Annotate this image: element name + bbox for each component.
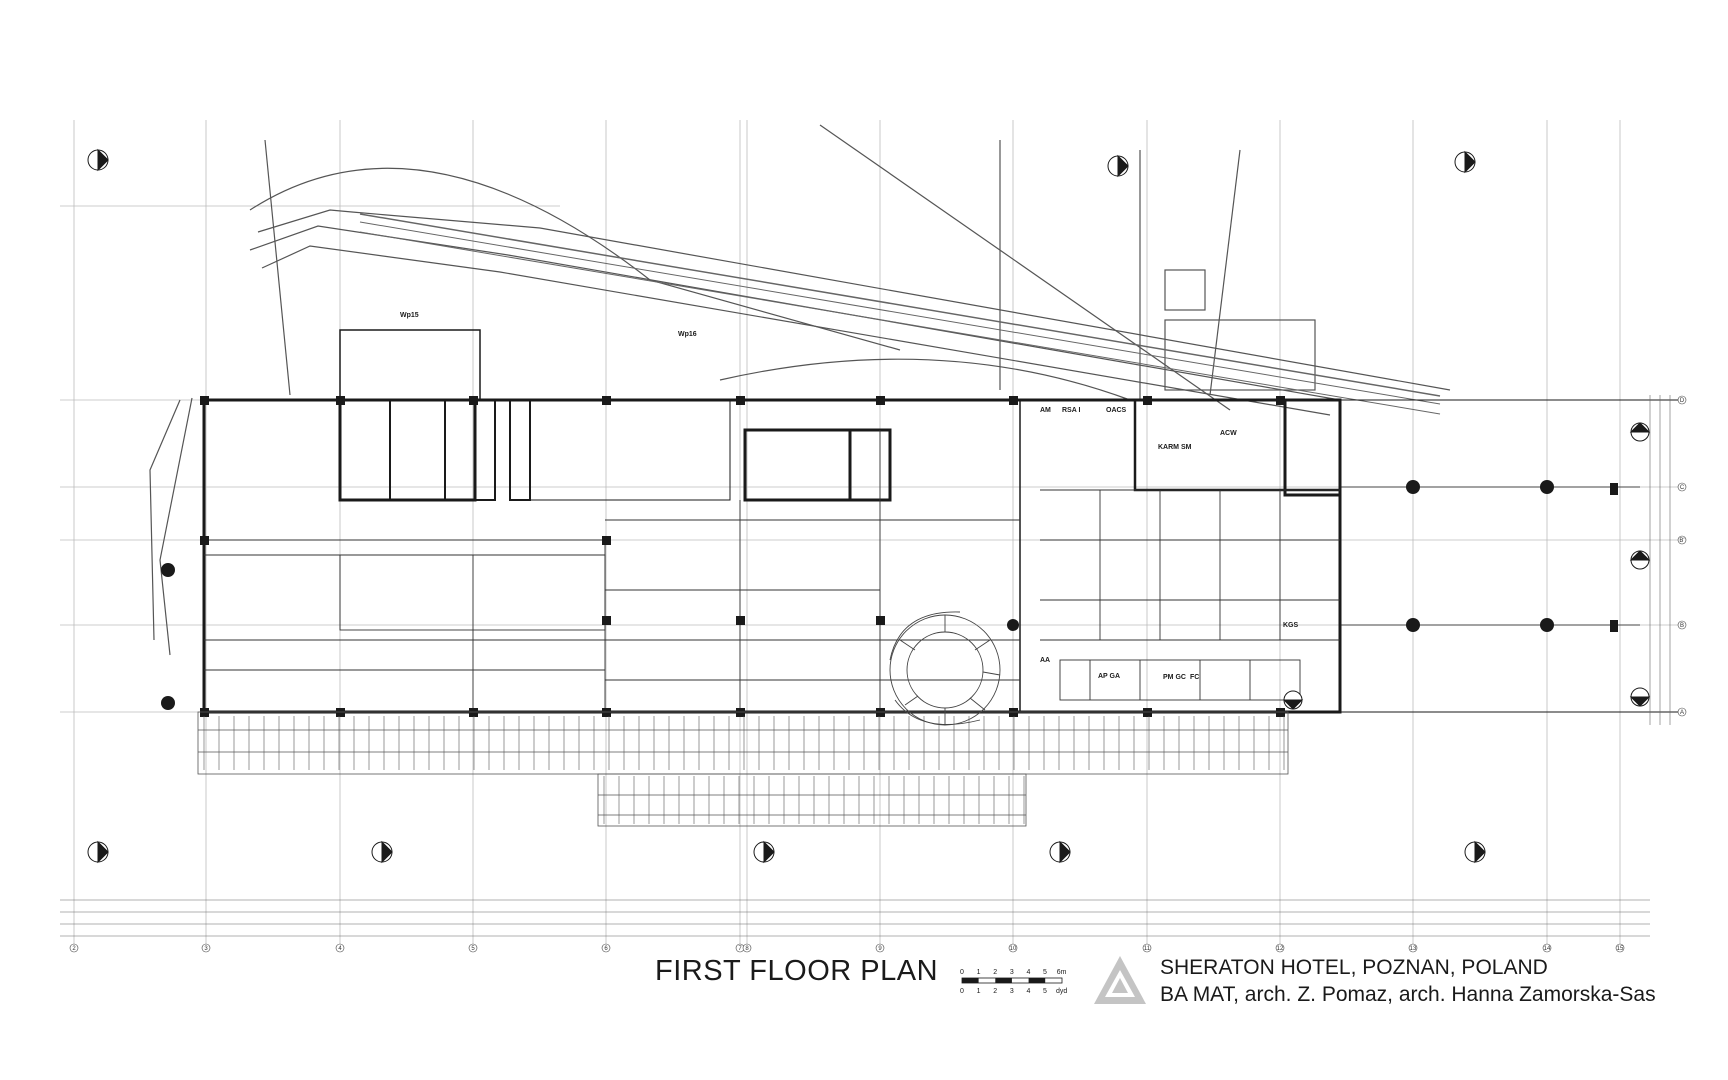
canopy-grid — [197, 711, 1289, 827]
scale-tick-label: 3 — [1010, 969, 1014, 976]
column-grid-label: 4 — [338, 946, 342, 952]
column-grid-label: 9 — [878, 946, 882, 952]
column-grid-label: 7 — [738, 946, 742, 952]
column-grid-bubble — [1542, 943, 1552, 953]
room-label: FC — [1190, 674, 1199, 681]
row-grid-label: D — [1680, 398, 1685, 404]
scale-tick-label: 0 — [960, 988, 964, 995]
room-label: AM — [1040, 407, 1051, 414]
column-grid-bubble — [335, 943, 345, 953]
row-grid-label: C — [1680, 485, 1685, 491]
vertical-grid-lines — [73, 120, 1621, 945]
scale-bar: 0 1 2 3 4 5 6m 0 1 2 3 4 5 dyd — [960, 969, 1067, 995]
interior-partitions — [204, 430, 1340, 712]
scale-tick-label: 2 — [993, 969, 997, 976]
scale-tick-label: 3 — [1010, 988, 1014, 995]
structural-columns — [161, 396, 1618, 717]
row-grid-bubble — [1677, 395, 1687, 405]
column-grid-label: 13 — [1410, 946, 1417, 952]
spiral-stair — [889, 611, 1001, 726]
right-dimension-lines — [1649, 395, 1671, 725]
scale-tick-label: 5 — [1043, 988, 1047, 995]
scale-tick-label: 2 — [993, 988, 997, 995]
column-grid-label: 12 — [1277, 946, 1284, 952]
room-label: AA — [1040, 657, 1050, 664]
room-label: ACW — [1220, 430, 1237, 437]
scale-tick-label: 5 — [1043, 969, 1047, 976]
column-grid-label: 14 — [1544, 946, 1551, 952]
room-label: Wp15 — [400, 312, 419, 319]
room-label: PM GC — [1163, 674, 1186, 681]
column-grid-label: 6 — [604, 946, 608, 952]
row-grid-label: B' — [1679, 538, 1684, 544]
scale-tick-label: 4 — [1026, 988, 1030, 995]
room-label: OACS — [1106, 407, 1127, 414]
column-grid-label: 11 — [1144, 946, 1151, 952]
column-grid-label: 5 — [471, 946, 475, 952]
row-grid-bubble — [1677, 620, 1687, 630]
column-grid-bubble — [69, 943, 79, 953]
room-label: RSA I — [1062, 407, 1080, 414]
plan-title: FIRST FLOOR PLAN — [655, 955, 939, 987]
column-grid-label: 15 — [1617, 946, 1624, 952]
column-grid-bubble — [468, 943, 478, 953]
room-label: KARM SM — [1158, 444, 1192, 451]
column-grid-bubble — [875, 943, 885, 953]
dimension-lines — [60, 899, 1650, 937]
row-grid-bubble — [1677, 707, 1687, 717]
column-grid-bubble — [1275, 943, 1285, 953]
column-grid-bubble — [1142, 943, 1152, 953]
room-label: KGS — [1283, 622, 1299, 629]
column-grid-bubble — [201, 943, 211, 953]
column-grid-bubble — [1615, 943, 1625, 953]
row-grid-labels: D C B' B A — [1677, 395, 1687, 717]
project-name: SHERATON HOTEL, POZNAN, POLAND — [1160, 956, 1548, 979]
row-grid-label: B — [1680, 623, 1684, 629]
scale-tick-label: dyd — [1056, 988, 1067, 995]
scale-bar-segments — [961, 977, 1063, 984]
scale-tick-label: 6m — [1057, 969, 1067, 976]
column-grid-label: 3 — [204, 946, 208, 952]
section-markers — [87, 148, 1651, 864]
building-walls — [202, 329, 1680, 714]
column-grid-label: 8 — [745, 946, 749, 952]
room-label: AP GA — [1098, 673, 1120, 680]
diagonal-wall-strip — [359, 213, 1441, 415]
project-architects: BA MAT, arch. Z. Pomaz, arch. Hanna Zamo… — [1160, 983, 1656, 1006]
scale-tick-label: 4 — [1026, 969, 1030, 976]
site-boundary — [149, 124, 1451, 656]
architect-logo — [1094, 956, 1146, 1004]
row-grid-label: A — [1680, 710, 1684, 716]
scale-tick-label: 1 — [977, 969, 981, 976]
scale-tick-label: 0 — [960, 969, 964, 976]
room-label: Wp16 — [678, 331, 697, 338]
scale-tick-label: 1 — [977, 988, 981, 995]
project-info: SHERATON HOTEL, POZNAN, POLAND BA MAT, a… — [1160, 954, 1728, 1008]
column-grid-label: 2 — [72, 946, 76, 952]
column-grid-bubble — [601, 943, 611, 953]
horizontal-grid-lines — [60, 205, 1680, 713]
column-grid-bubble — [1408, 943, 1418, 953]
column-grid-bubble — [742, 943, 752, 953]
row-grid-bubble — [1677, 482, 1687, 492]
row-grid-bubble — [1677, 535, 1687, 545]
column-grid-bubble — [1008, 943, 1018, 953]
canopy-posts — [203, 716, 1285, 824]
column-grid-label: 10 — [1010, 946, 1017, 952]
